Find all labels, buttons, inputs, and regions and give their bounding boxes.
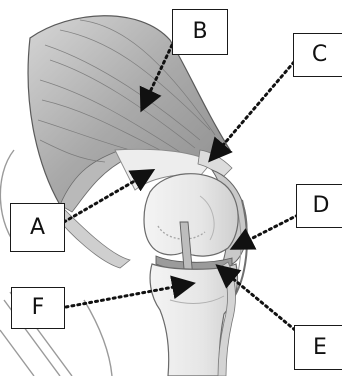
label-f-text: F (32, 297, 45, 319)
femur-condyle (144, 174, 238, 256)
label-box-e: E (294, 325, 342, 370)
label-box-b: B (172, 9, 228, 55)
leader-line-c (212, 62, 294, 158)
label-d-text: D (313, 195, 330, 217)
label-box-f: F (11, 287, 65, 329)
label-box-d: D (296, 184, 342, 228)
leg-tendon (55, 205, 130, 268)
label-e-text: E (313, 337, 327, 359)
label-a-text: A (30, 217, 45, 239)
label-box-a: A (10, 203, 65, 252)
label-b-text: B (192, 21, 207, 43)
label-box-c: C (293, 33, 342, 77)
label-c-text: C (312, 44, 327, 66)
